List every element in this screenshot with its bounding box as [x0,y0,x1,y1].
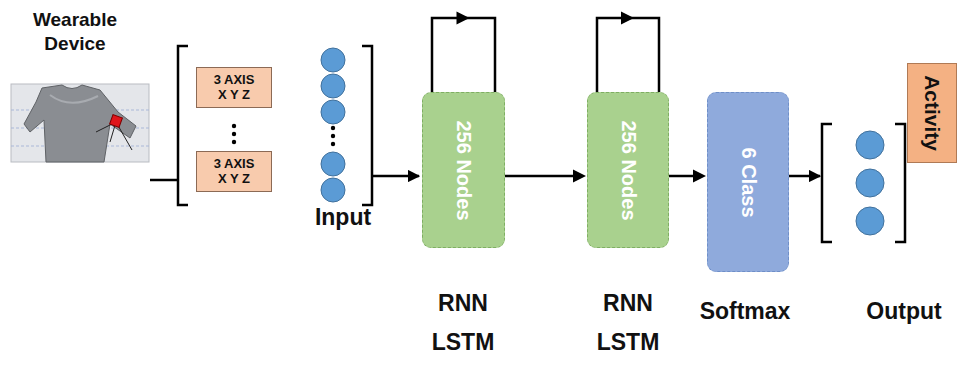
connector-line [432,18,495,92]
node-text: 3 AXIS [214,157,255,172]
connector-line [597,18,659,92]
connector-line [505,175,578,178]
node-text: 256 Nodes [452,120,475,220]
node-text: 3 AXIS [214,73,255,88]
wearable-illustration [11,84,149,162]
arrow-head [693,170,706,183]
sensor-axis-box: 3 AXISX Y Z [196,151,272,192]
caption-label: Input [298,204,388,232]
input-arrow [372,175,419,178]
input-neurons [321,48,345,202]
arrow-head [621,12,634,25]
sensor-axis-box: 3 AXISX Y Z [196,67,272,108]
input-bracket [150,46,372,205]
output-neurons [856,131,884,235]
node-text: Activity [920,75,944,151]
node-text: X Y Z [218,88,250,103]
node-text: 6 Class [737,147,760,217]
output-arrow [789,175,820,178]
caption-label: Wearable Device [10,8,140,56]
arrow-head [573,170,586,183]
flow-arrow [505,170,586,183]
ellipsis-dots [232,124,335,146]
flow-arrow [669,170,706,183]
output-bracket [822,124,905,242]
node-text: X Y Z [218,172,250,187]
caption-label: Softmax [688,298,802,326]
recurrent-loop [432,12,495,93]
caption-label: RNN LSTM [418,284,508,362]
arrow-head [457,12,470,25]
softmax-box: 6 Class [707,92,789,272]
node-text: 256 Nodes [617,120,640,220]
activity-box: Activity [907,63,957,163]
caption-label: Output [848,298,960,326]
recurrent-loop [597,12,659,93]
caption-label: RNN LSTM [583,284,673,362]
lstm-layer-box: 256 Nodes [587,92,669,248]
lstm-layer-box: 256 Nodes [422,92,505,248]
